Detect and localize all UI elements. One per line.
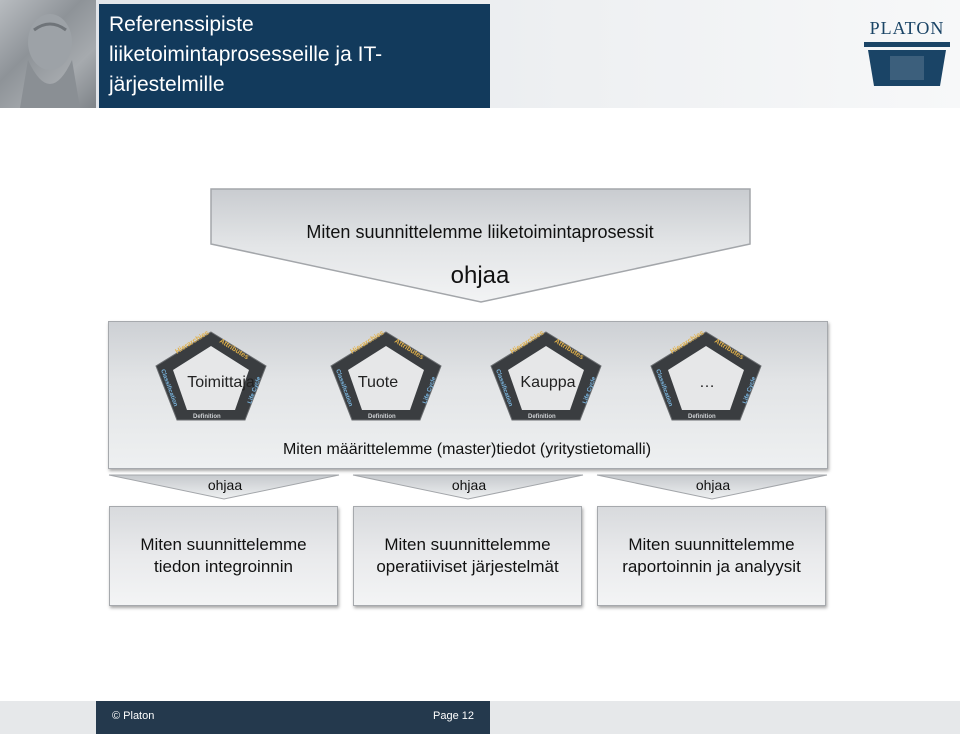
arrow-label: ohjaa <box>695 477 731 493</box>
domain-label: Toimittaja <box>187 374 255 391</box>
small-arrow <box>352 474 584 500</box>
design-box-operational: Miten suunnittelemme operatiiviset järje… <box>353 506 582 606</box>
box-line1: Miten suunnittelemme <box>628 535 795 554</box>
platon-logo: PLATON <box>860 18 954 88</box>
title-box: Referenssipiste liiketoimintaprosesseill… <box>99 4 490 108</box>
design-box-reporting: Miten suunnittelemme raportoinnin ja ana… <box>597 506 826 606</box>
box-line1: Miten suunnittelemme <box>384 535 551 554</box>
footer-dark-band <box>96 701 490 734</box>
small-arrow <box>596 474 828 500</box>
pentagon-icon: Hierarchies Attributes Classification Li… <box>490 330 602 421</box>
box-line2: raportoinnin ja analyysit <box>622 557 801 576</box>
top-arrow-banner <box>210 188 751 303</box>
master-data-text: Miten määrittelemme (master)tiedot (yrit… <box>282 441 652 458</box>
box-line2: tiedon integroinnin <box>154 557 293 576</box>
portrait-image <box>0 0 96 108</box>
top-banner-verb: ohjaa <box>450 262 510 289</box>
pent-label-definition: Definition <box>193 414 221 420</box>
box-line1: Miten suunnittelemme <box>140 535 307 554</box>
domain-label: Kauppa <box>520 374 576 391</box>
footer-copyright: © Platon <box>112 710 155 722</box>
logo-column-icon <box>864 42 950 86</box>
design-box-integration: Miten suunnittelemme tiedon integroinnin <box>109 506 338 606</box>
pent-label-definition: Definition <box>528 414 556 420</box>
pentagon-icon: Hierarchies Attributes Classification Li… <box>155 330 267 421</box>
top-banner-text: Miten suunnittelemme liiketoimintaproses… <box>306 222 654 242</box>
domain-label: … <box>699 374 715 391</box>
small-arrow <box>108 474 340 500</box>
box-line2: operatiiviset järjestelmät <box>376 557 559 576</box>
pent-label-definition: Definition <box>688 414 716 420</box>
pentagon-icon: Hierarchies Attributes Classification Li… <box>650 330 762 421</box>
page-title: Referenssipiste liiketoimintaprosesseill… <box>109 13 383 96</box>
arrow-label: ohjaa <box>207 477 243 493</box>
arrow-label: ohjaa <box>451 477 487 493</box>
pent-label-definition: Definition <box>368 414 396 420</box>
pentagon-icon: Hierarchies Attributes Classification Li… <box>330 330 442 421</box>
page-number: Page 12 <box>433 710 474 722</box>
logo-text: PLATON <box>869 18 945 38</box>
domain-label: Tuote <box>357 374 399 391</box>
